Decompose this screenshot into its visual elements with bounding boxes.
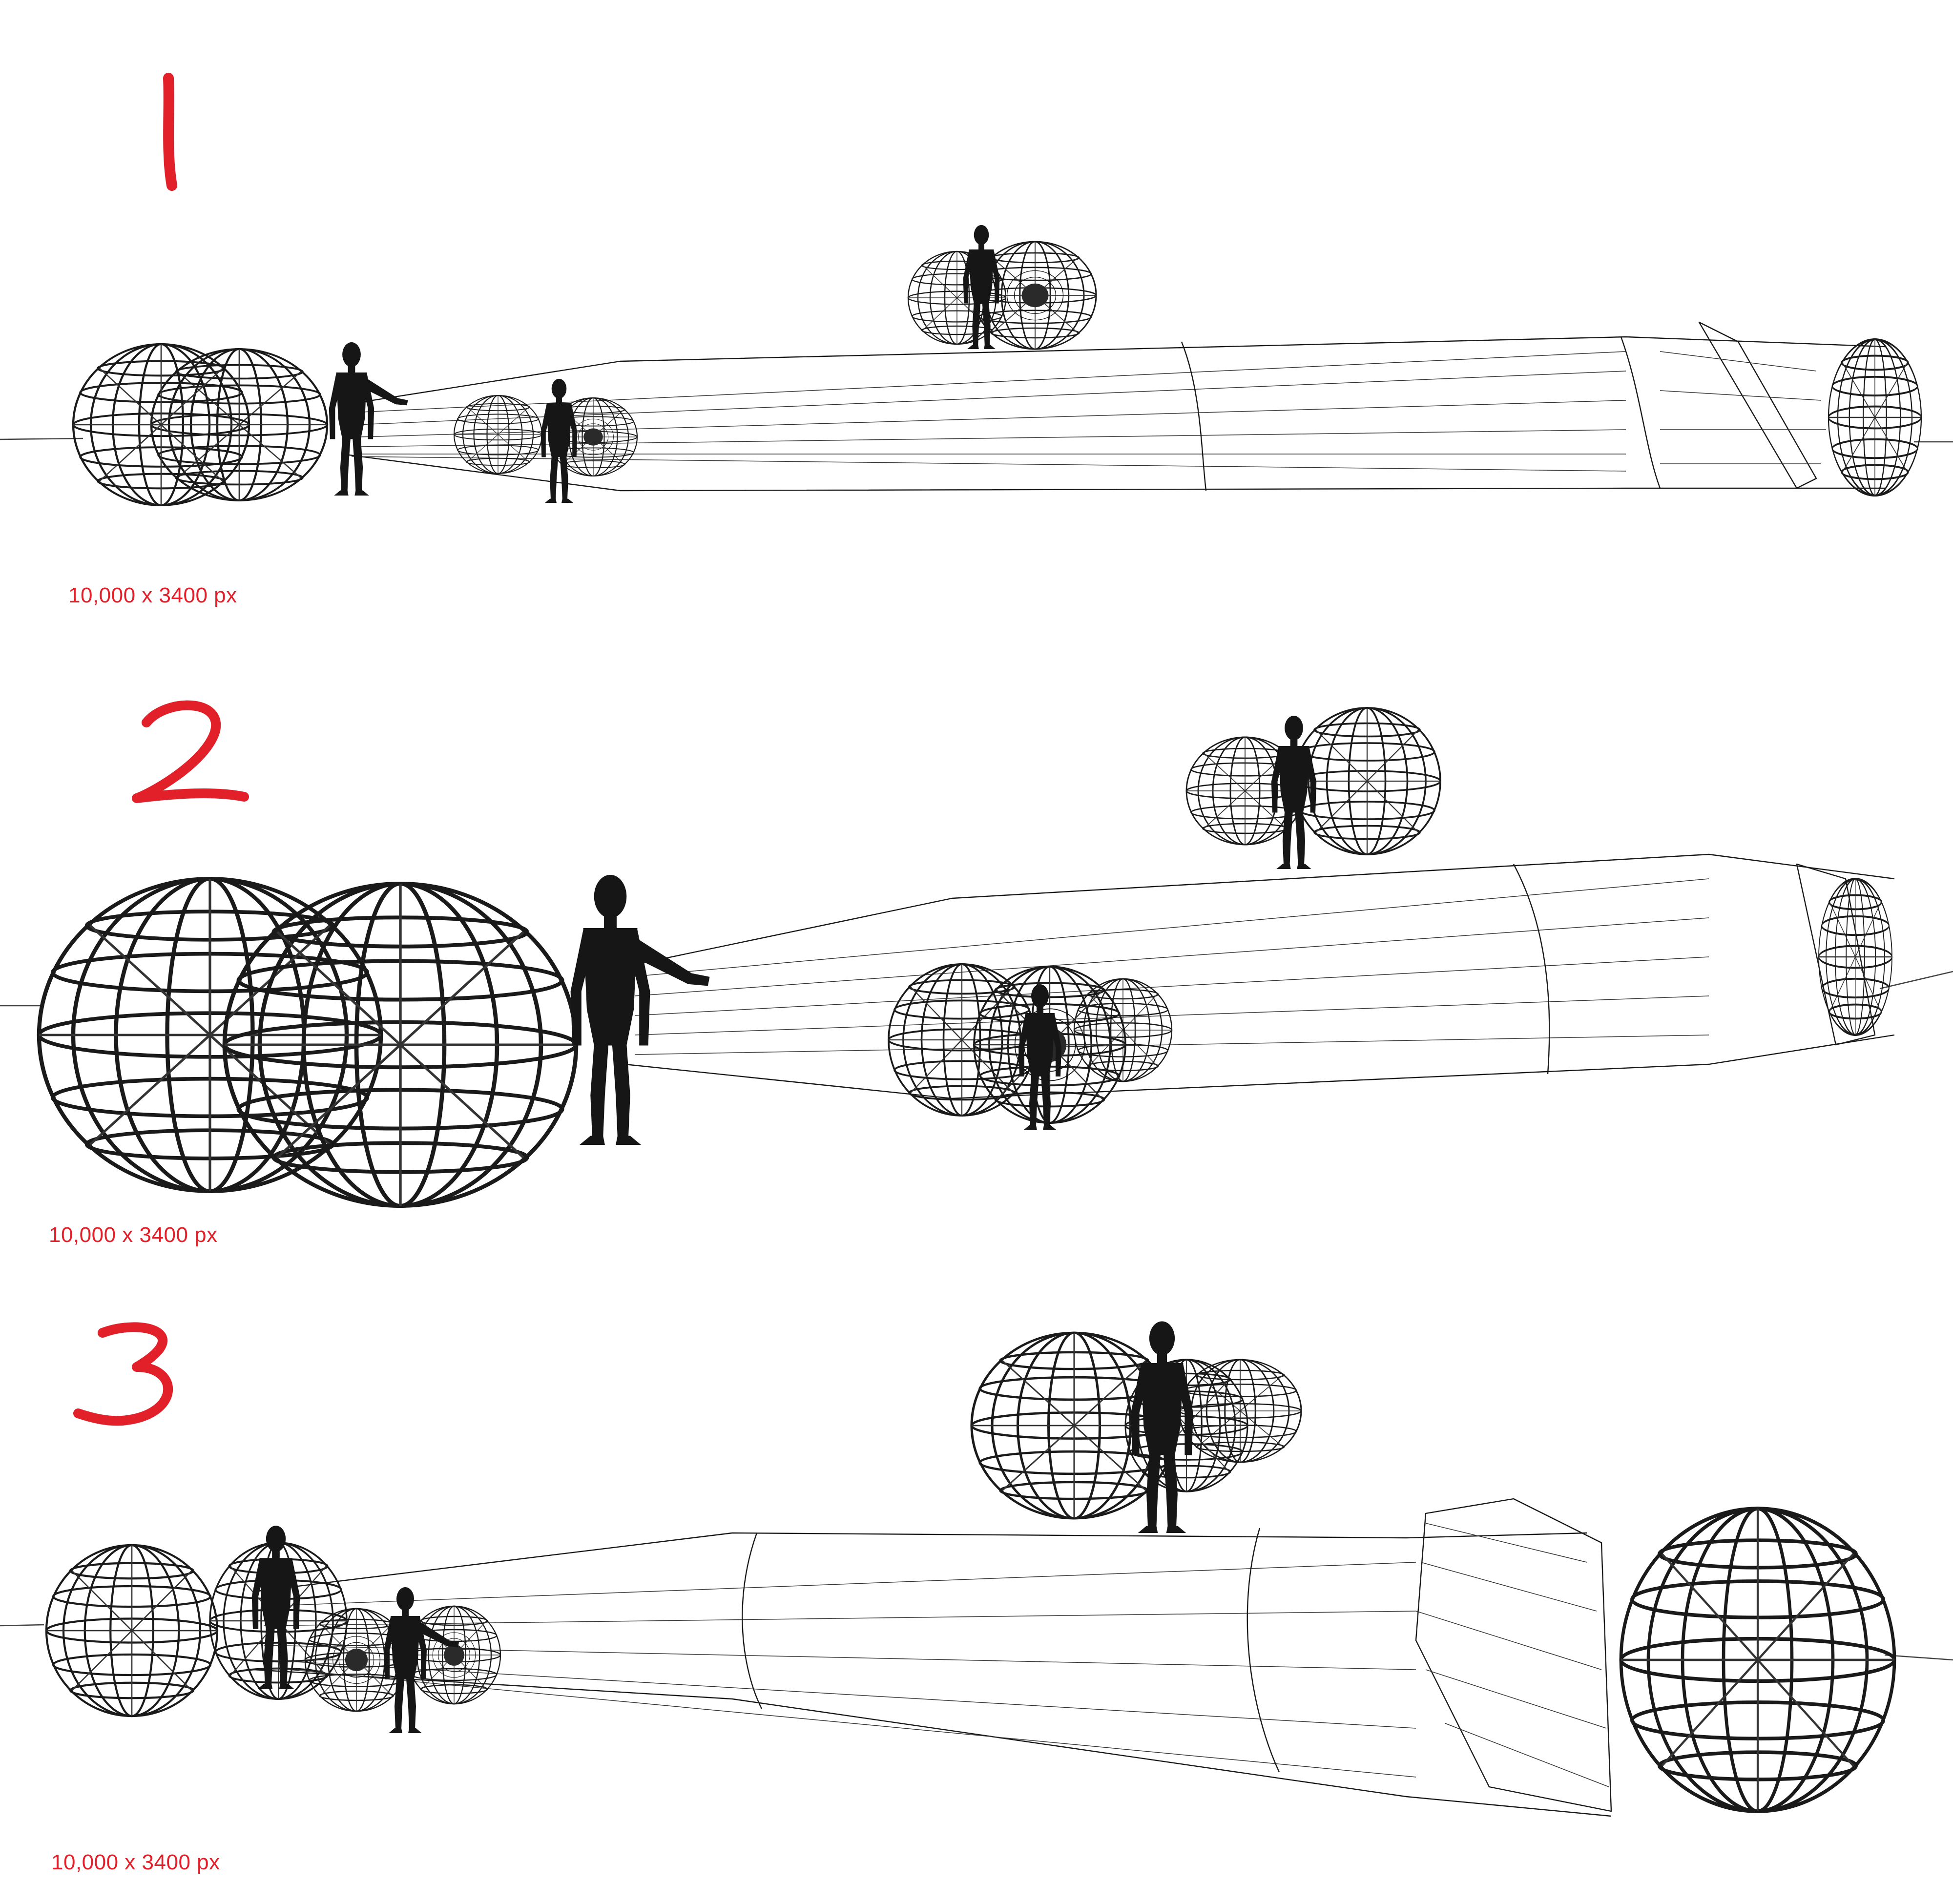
wireframe-sphere	[1621, 1509, 1894, 1811]
wireframe-shaft	[253, 1498, 1612, 1817]
ground-line	[0, 1624, 1953, 1661]
wireframe-sphere	[1828, 338, 1922, 497]
wireframe-sphere	[453, 394, 543, 475]
human-figure	[571, 875, 710, 1145]
wireframe-sphere	[46, 1545, 217, 1716]
wireframe-shaft	[341, 321, 1885, 492]
panel-2: 2 10,000 x 3400 px	[0, 635, 1953, 1269]
wireframe-scene-3	[0, 1321, 1953, 1817]
panel-number-1	[163, 73, 177, 191]
wireframe-scene-1	[0, 225, 1953, 635]
wireframe-scene-2	[0, 707, 1953, 1269]
human-figure	[329, 342, 408, 496]
dimension-caption: 10,000 x 3400 px	[49, 1223, 218, 1247]
ground-line	[0, 437, 1953, 443]
panel-1: 1 10,000 x 3400 px	[0, 0, 1953, 635]
wireframe-sphere	[73, 344, 249, 505]
ground-line	[0, 971, 1953, 1007]
dimension-caption: 10,000 x 3400 px	[51, 1850, 220, 1874]
panel-number-3	[73, 1322, 173, 1426]
wireframe-sphere	[225, 884, 576, 1206]
human-figure	[1131, 1321, 1193, 1533]
wireframe-shaft	[624, 853, 1895, 1099]
panel-number-2	[132, 700, 249, 803]
wireframe-sphere	[1818, 878, 1893, 1036]
panel-3: 3 10,000 x 3400 px	[0, 1269, 1953, 1904]
wireframe-sphere	[888, 963, 1036, 1117]
wireframe-sphere	[1178, 1359, 1302, 1463]
dimension-caption: 10,000 x 3400 px	[68, 583, 237, 607]
